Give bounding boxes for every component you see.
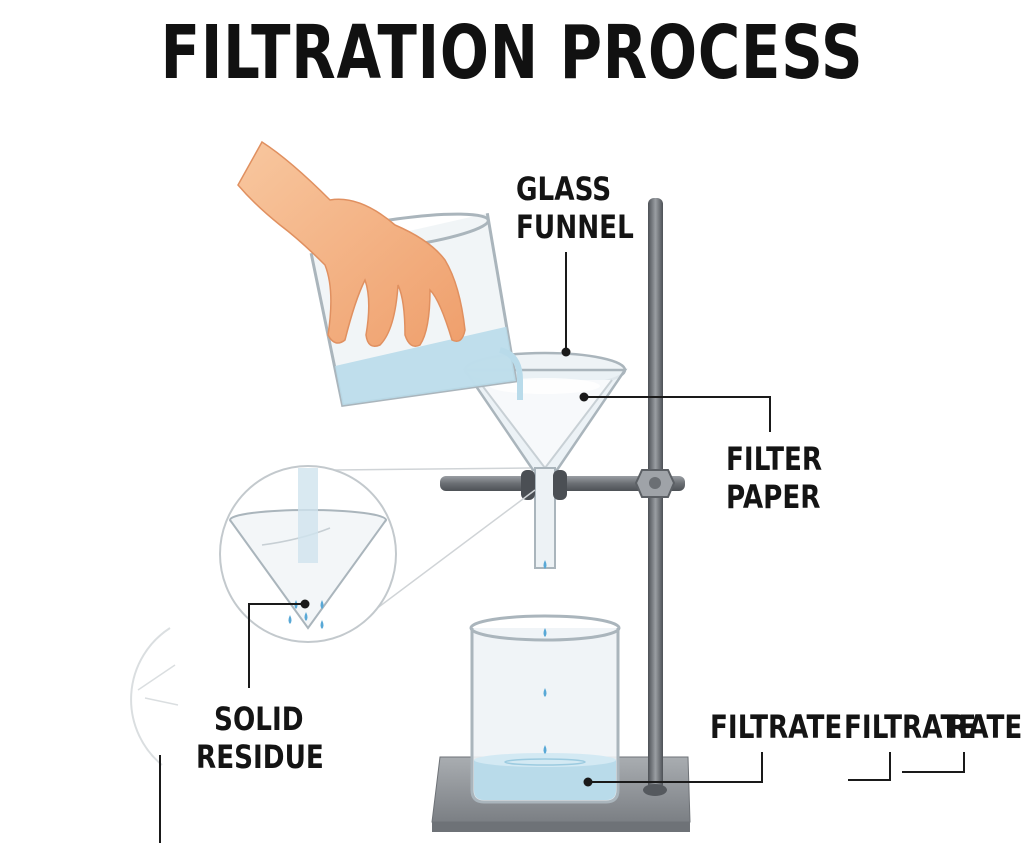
label-filter-paper: FILTER PAPER xyxy=(726,440,822,516)
diagram-title: FILTRATION PROCESS xyxy=(160,10,864,96)
rod-foot xyxy=(643,784,667,796)
leader-lines xyxy=(159,252,965,843)
hand-illustration xyxy=(237,140,466,347)
leader-solid-residue xyxy=(248,603,305,688)
label-solid-residue-line1: SOLID xyxy=(214,700,304,738)
label-glass-funnel: GLASS FUNNEL xyxy=(516,170,634,246)
partial-inset-fragment xyxy=(130,627,179,766)
label-solid-residue-line2: RESIDUE xyxy=(196,738,324,776)
label-glass-funnel-line1: GLASS xyxy=(516,170,612,208)
stem-drop xyxy=(543,560,547,569)
label-filtrate-repeat: FILTRATE xyxy=(844,708,977,746)
label-solid-residue: SOLID RESIDUE xyxy=(196,700,324,776)
label-filter-paper-line2: PAPER xyxy=(726,478,821,516)
pouring-stream xyxy=(499,347,523,400)
label-glass-funnel-line2: FUNNEL xyxy=(516,208,634,246)
magnified-inset xyxy=(219,465,536,643)
label-filtrate: FILTRATE xyxy=(710,708,843,746)
label-filtrate-cut: RATE xyxy=(948,708,1023,746)
receiving-beaker xyxy=(469,614,621,804)
leader-filtrate-cut xyxy=(902,752,965,773)
label-filter-paper-line1: FILTER xyxy=(726,440,823,478)
leader-filtrate-repeat xyxy=(848,752,891,781)
leader-filtrate xyxy=(588,752,763,783)
leader-filter-paper xyxy=(584,396,771,432)
